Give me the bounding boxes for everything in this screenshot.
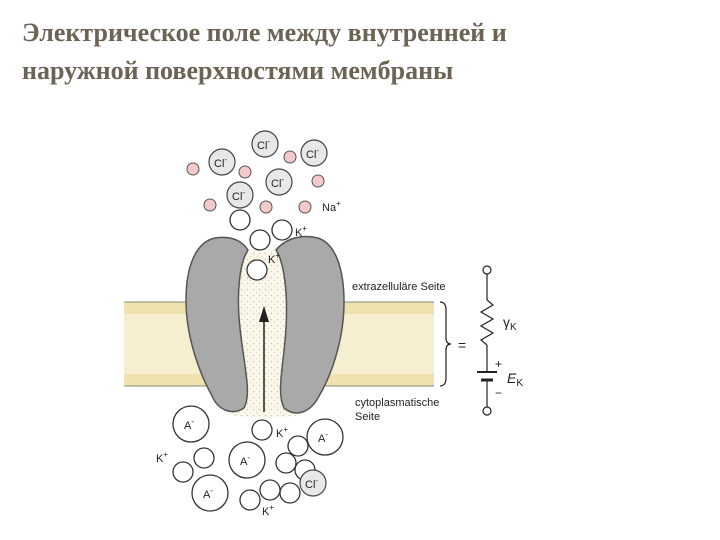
conductance-label: γK	[503, 314, 517, 333]
ion-na	[186, 162, 200, 176]
svg-text:A-: A-	[184, 417, 194, 432]
ion-na	[298, 200, 312, 214]
potassium-label: K+	[295, 224, 307, 239]
ion-k	[249, 229, 271, 251]
ion-na	[283, 150, 297, 164]
potassium-label: K+	[156, 450, 168, 465]
slide-title: Электрическое поле между внутренней и на…	[22, 14, 702, 90]
ion-cl: Cl-	[226, 181, 254, 209]
ion-k	[287, 435, 309, 457]
resistor	[479, 299, 495, 346]
title-line-2: наружной поверхностями мембраны	[22, 56, 454, 85]
svg-text:Cl-: Cl-	[214, 155, 227, 170]
potassium-label: K+	[262, 503, 274, 518]
potassium-label: K+	[276, 425, 288, 440]
title-line-1: Электрическое поле между внутренней и	[22, 18, 507, 47]
ion-k	[193, 447, 215, 469]
ion-na	[311, 174, 325, 188]
svg-text:Cl-: Cl-	[257, 137, 270, 152]
ion-k	[172, 461, 194, 483]
equivalent-circuit	[477, 265, 497, 416]
svg-text:A-: A-	[318, 430, 328, 445]
ion-k	[271, 219, 293, 241]
svg-text:Cl-: Cl-	[232, 188, 245, 203]
ion-k	[229, 209, 251, 231]
battery-label: EK	[507, 370, 523, 389]
ion-anion: A-	[172, 405, 210, 443]
svg-text:Cl-: Cl-	[271, 175, 284, 190]
terminal-top	[482, 265, 492, 275]
ion-na	[259, 200, 273, 214]
sodium-label: Na+	[322, 199, 341, 214]
ion-k	[259, 479, 281, 501]
svg-text:Cl-: Cl-	[305, 476, 318, 491]
field-arrow	[259, 306, 269, 412]
potassium-label: K+	[268, 251, 280, 266]
ion-cl: Cl-	[208, 148, 236, 176]
svg-text:A-: A-	[240, 453, 250, 468]
svg-text:Cl-: Cl-	[306, 146, 319, 161]
ion-cl: Cl-	[300, 139, 328, 167]
ion-k	[275, 452, 297, 474]
terminal-bottom	[482, 406, 492, 416]
ion-cl: Cl-	[299, 469, 327, 497]
ion-na	[203, 198, 217, 212]
cytoplasmic-label-line1: cytoplasmatische	[355, 397, 439, 409]
channel-protein-right	[275, 235, 345, 414]
cytoplasmic-label-line2: Seite	[355, 411, 380, 423]
battery-plus: +	[495, 357, 502, 371]
channel-protein-left	[185, 236, 249, 413]
equals-sign: =	[458, 337, 466, 353]
ion-k	[239, 489, 261, 511]
ion-anion: A-	[191, 474, 229, 512]
svg-text:A-: A-	[203, 486, 213, 501]
ion-cl: Cl-	[265, 168, 293, 196]
ion-k	[246, 259, 268, 281]
ion-anion: A-	[228, 441, 266, 479]
ion-k	[279, 482, 301, 504]
ion-anion: A-	[306, 418, 344, 456]
ion-k	[251, 419, 273, 441]
battery-minus: −	[495, 386, 502, 400]
ion-na	[238, 165, 252, 179]
extracellular-label: extrazelluläre Seite	[352, 281, 446, 293]
ion-cl: Cl-	[251, 130, 279, 158]
membrane-brace	[439, 301, 452, 387]
